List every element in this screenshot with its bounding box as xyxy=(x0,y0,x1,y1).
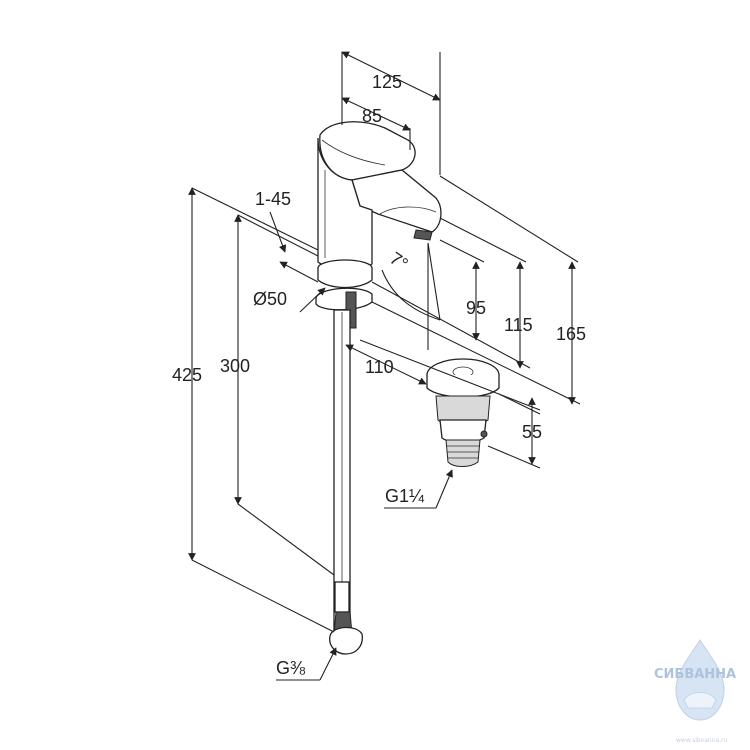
dim-425: 425 xyxy=(172,365,202,385)
dim-7deg: 7° xyxy=(386,248,412,274)
thread-g1-quarter: G1¼ xyxy=(385,486,425,506)
dim-95: 95 xyxy=(466,298,486,318)
dim-55: 55 xyxy=(522,422,542,442)
dim-125: 125 xyxy=(372,72,402,92)
watermark-logo: СИБВАННА www.sibvanna.ru xyxy=(654,639,736,744)
dim-phi50: Ø50 xyxy=(253,289,287,309)
aerator xyxy=(413,229,433,241)
dim-110: 110 xyxy=(365,357,394,377)
thread-g3-8: G⅜ xyxy=(276,658,306,678)
spout xyxy=(351,169,442,233)
pop-up-waste xyxy=(426,358,500,467)
dim-165: 165 xyxy=(556,324,586,344)
waste-thread xyxy=(445,439,481,467)
dimension-lines xyxy=(188,51,581,681)
dim-1-45: 1-45 xyxy=(255,189,291,209)
watermark-url: www.sibvanna.ru xyxy=(676,737,728,744)
watermark-brand: СИБВАННА xyxy=(654,667,736,682)
dim-115: 115 xyxy=(504,315,533,335)
faucet-body xyxy=(315,121,442,655)
dim-300: 300 xyxy=(220,356,250,376)
dimension-labels: 125 85 1-45 Ø50 7° 95 115 165 425 300 11… xyxy=(172,72,586,678)
dim-85: 85 xyxy=(362,106,382,126)
counter-plate xyxy=(315,287,373,311)
